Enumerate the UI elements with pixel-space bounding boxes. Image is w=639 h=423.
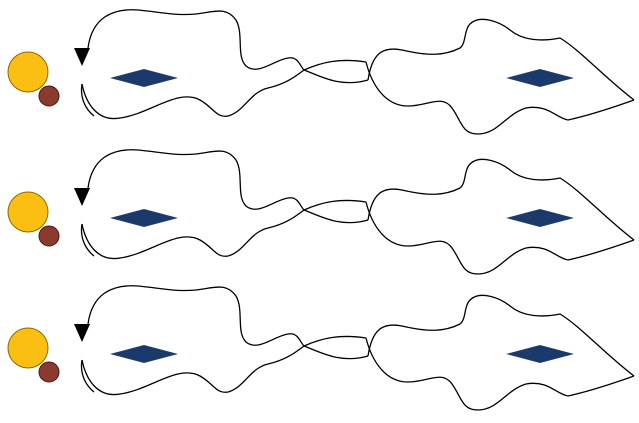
row-2-diamond-icon-1	[110, 209, 178, 227]
row-1-red-circle-icon	[39, 86, 59, 106]
row-3-diamond-icon-1	[110, 345, 178, 363]
row-2-diamond-icon-2	[506, 209, 574, 227]
diagram-row-2	[8, 150, 634, 274]
row-2-arrow-icon	[74, 188, 90, 206]
diagram-row-1	[8, 10, 634, 134]
row-1-arrow-icon	[74, 48, 90, 66]
row-3-diamond-icon-2	[506, 345, 574, 363]
row-3-arrow-icon	[74, 324, 90, 342]
row-2-strand-outline	[82, 150, 635, 274]
row-2-red-circle-icon	[39, 226, 59, 246]
row-1-gold-circle-icon	[8, 52, 48, 92]
row-3-gold-circle-icon	[8, 328, 48, 368]
row-1-diamond-icon-1	[110, 69, 178, 87]
row-1-strand-outline	[82, 10, 635, 134]
row-3-red-circle-icon	[39, 362, 59, 382]
row-2-gold-circle-icon	[8, 192, 48, 232]
diagram-row-3	[8, 286, 634, 410]
row-3-strand-outline	[82, 286, 635, 410]
row-1-diamond-icon-2	[506, 69, 574, 87]
